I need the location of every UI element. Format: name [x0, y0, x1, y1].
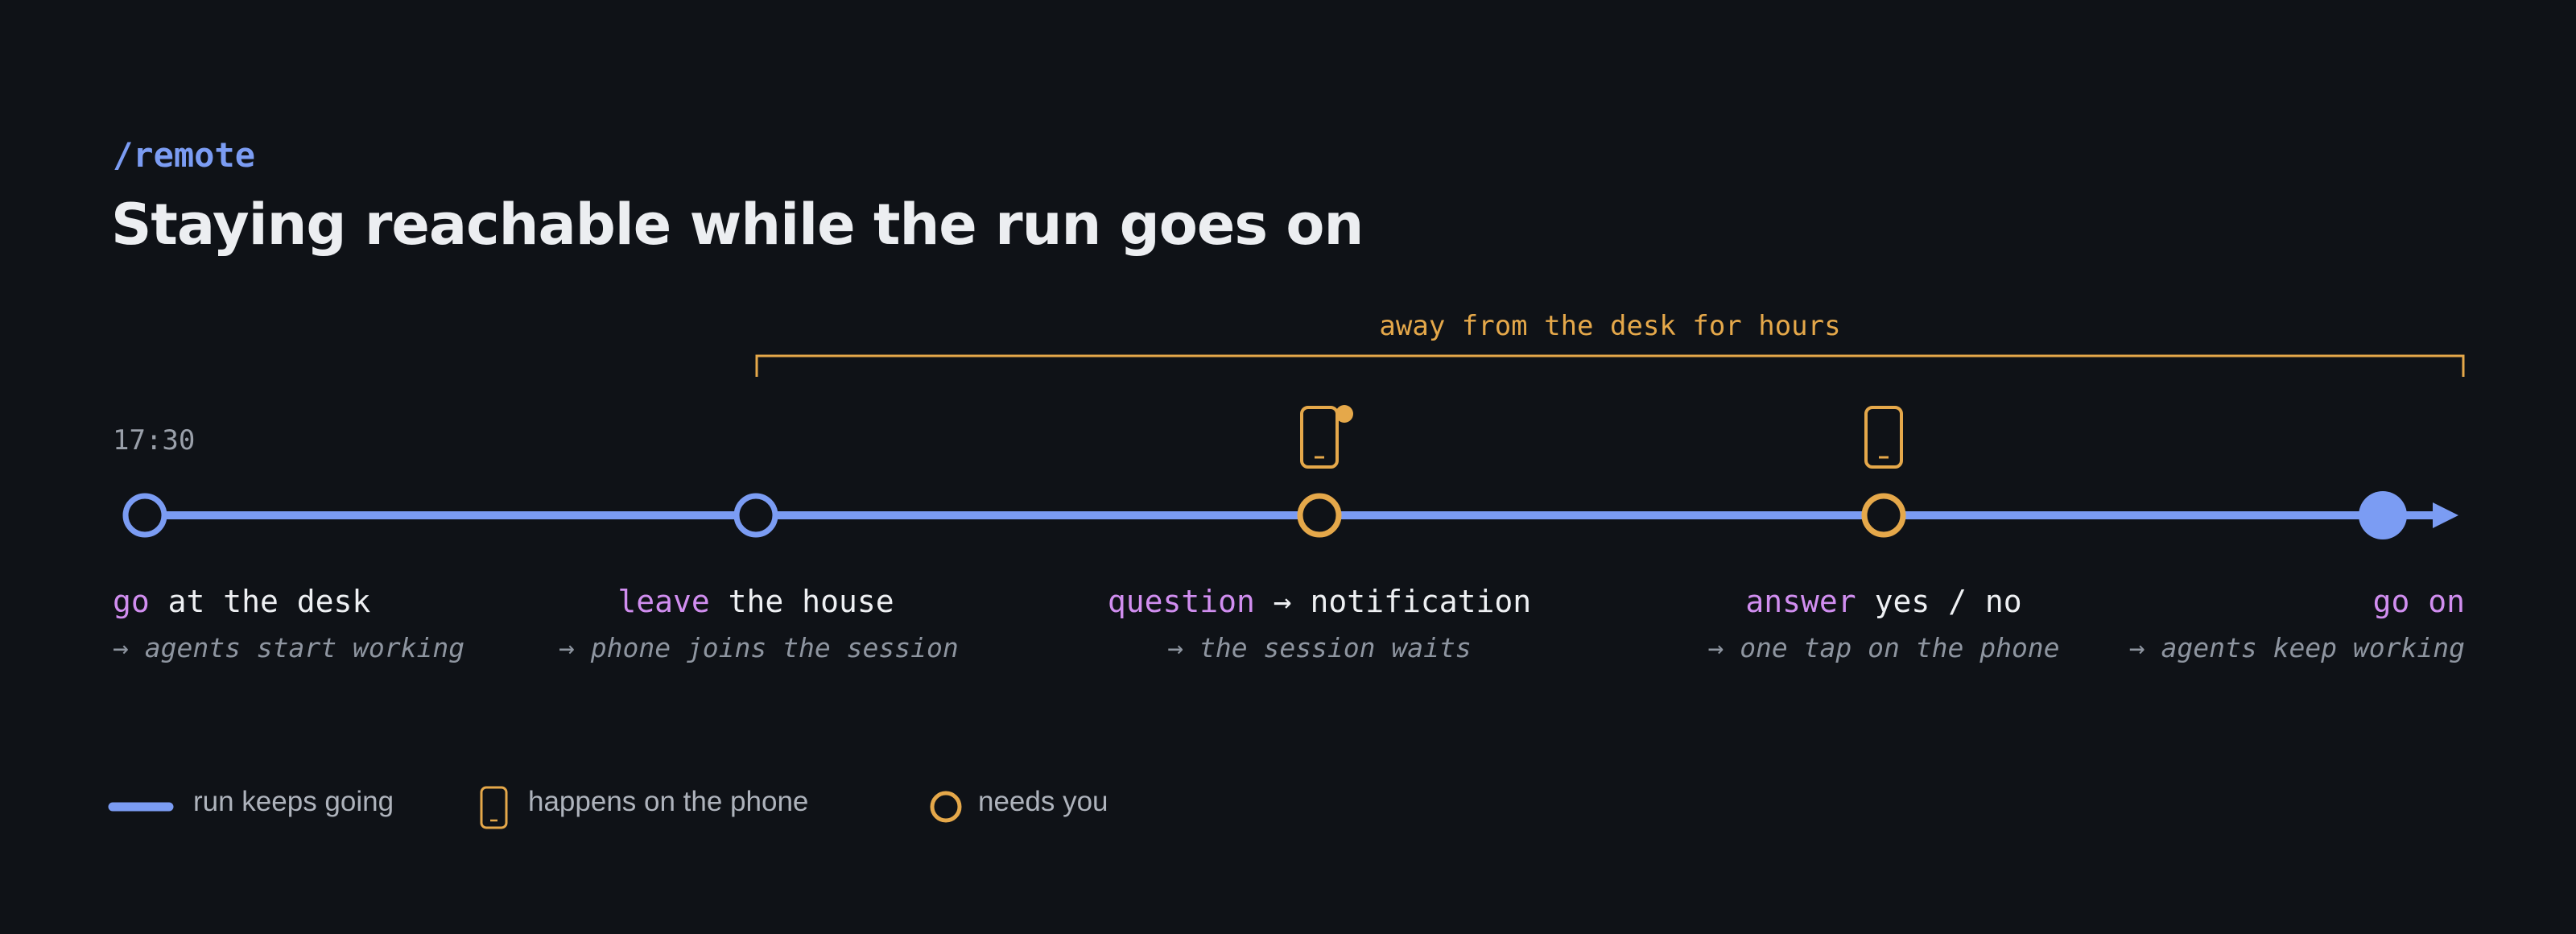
step-go-on: go on → agents keep working — [2129, 586, 2465, 661]
step-keyword: go — [113, 584, 150, 619]
step-note: → phone joins the session — [559, 632, 959, 663]
step-note: → agents keep working — [2128, 632, 2465, 663]
step-text: → notification — [1254, 584, 1532, 619]
phone-notification-icon — [1300, 405, 1353, 469]
away-bracket-label: away from the desk for hours — [1379, 310, 1841, 342]
step-keyword: go on — [2372, 584, 2465, 619]
away-bracket — [755, 354, 2465, 377]
step-answer: answer yes / no → one tap on the phone — [1642, 586, 2125, 661]
step-note: → the session waits — [1167, 632, 1472, 663]
step-marker-question — [1297, 493, 1342, 538]
step-note: → one tap on the phone — [1707, 632, 2060, 663]
legend-phone-icon — [480, 786, 508, 829]
step-keyword: question — [1107, 584, 1255, 619]
legend-phone-label: happens on the phone — [528, 786, 809, 817]
step-marker-leave — [733, 493, 778, 538]
step-go: go at the desk → agents start working — [113, 586, 464, 661]
run-arrow-head — [2433, 502, 2458, 528]
step-text: at the desk — [149, 584, 371, 619]
legend-needs-you-circle — [930, 791, 962, 823]
step-marker-go — [122, 493, 167, 538]
start-time-label: 17:30 — [113, 424, 196, 457]
page-title: Staying reachable while the run goes on — [111, 192, 1364, 258]
legend-needs-you-label: needs you — [978, 786, 1108, 817]
legend-run-label: run keeps going — [193, 786, 394, 817]
step-note: → agents start working — [113, 632, 465, 663]
step-keyword: leave — [617, 584, 710, 619]
step-question: question → notification → the session wa… — [1078, 586, 1561, 661]
step-keyword: answer — [1745, 584, 1856, 619]
step-text: yes / no — [1856, 584, 2022, 619]
step-text: the house — [709, 584, 894, 619]
step-leave: leave the house → phone joins the sessio… — [559, 584, 959, 663]
phone-icon — [1864, 406, 1903, 469]
step-marker-answer — [1861, 493, 1906, 538]
step-marker-go-on — [2359, 491, 2407, 539]
section-tag: /remote — [113, 135, 256, 175]
